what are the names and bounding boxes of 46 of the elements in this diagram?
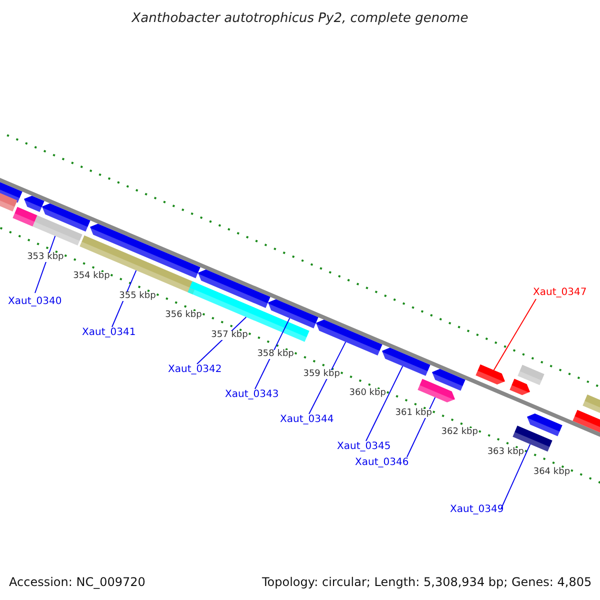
- title: Xanthobacter autotrophicus Py2, complete genome: [130, 12, 470, 25]
- tick-label: 353 kbp: [27, 252, 64, 262]
- leader-line: [308, 341, 346, 414]
- genome-summary-text: Topology: circular; Length: 5,308,934 bp; Genes: 4,805: [262, 576, 592, 588]
- tick-label: 361 kbp: [395, 408, 432, 418]
- tick-label: 362 kbp: [441, 428, 478, 438]
- gene-label: Xaut_0346: [355, 458, 409, 468]
- gene-feature: [510, 378, 530, 396]
- gene-feature: [418, 378, 455, 402]
- gene-feature: [42, 203, 90, 232]
- tick-label: 356 kbp: [165, 311, 202, 320]
- leader-line: [34, 236, 56, 294]
- tick-label: 354 kbp: [73, 272, 110, 282]
- gene-feature: [527, 414, 562, 436]
- gene-feature: [24, 196, 44, 212]
- tick-label: 358 kbp: [257, 350, 294, 360]
- gene-label: Xaut_0345: [337, 442, 391, 452]
- gene-label: Xaut_0340: [8, 297, 62, 307]
- gene-feature: [12, 206, 38, 226]
- gene-feature: [198, 270, 270, 308]
- tick-label: 360 kbp: [349, 389, 386, 398]
- gene-label: Xaut_0343: [225, 390, 279, 400]
- gene-feature: [518, 364, 544, 386]
- gene-label: Xaut_0347: [533, 288, 587, 298]
- accession-text: Accession: NC_009720: [9, 576, 146, 588]
- gene-feature: [268, 299, 318, 328]
- tick-label: 363 kbp: [487, 448, 524, 457]
- leader-line: [366, 366, 404, 442]
- gene-feature: [316, 320, 382, 356]
- tick-label: 359 kbp: [303, 370, 340, 379]
- gene-label: Xaut_0342: [168, 365, 222, 375]
- gene-label: Xaut_0341: [82, 328, 136, 338]
- gene-feature: [432, 368, 466, 391]
- gene-feature: [382, 348, 430, 376]
- leader-line: [493, 298, 536, 371]
- tick-label: 364 kbp: [533, 468, 570, 477]
- tick-label: 357 kbp: [211, 330, 248, 340]
- gene-feature: [572, 410, 600, 434]
- leader-line: [500, 444, 531, 510]
- gene-feature: [32, 215, 82, 246]
- gene-label: Xaut_0349: [450, 505, 504, 515]
- tick-label: 355 kbp: [119, 292, 156, 301]
- leader-line: [254, 318, 290, 390]
- gene-feature: [476, 364, 505, 384]
- gene-feature: [90, 224, 200, 278]
- gene-label: Xaut_0344: [280, 415, 334, 425]
